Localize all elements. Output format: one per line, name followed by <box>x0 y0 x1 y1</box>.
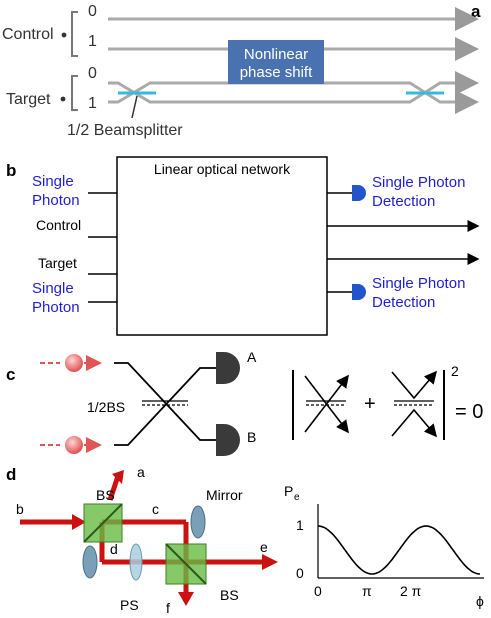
port-d-label: d <box>110 541 118 557</box>
detector-a-label: A <box>247 349 257 365</box>
photon-bottom-icon <box>65 436 83 454</box>
phase-shifter-icon <box>129 543 143 581</box>
bs-bottom-diagonal <box>165 543 207 585</box>
bs-bottom-label: BS <box>220 587 239 603</box>
detector-2-icon <box>352 284 366 300</box>
bs-top-diagonal <box>83 503 123 543</box>
panel-d-letter: d <box>6 465 16 484</box>
chart-y-axis-label: P <box>284 483 293 499</box>
panel-c: c 1/2BS A B + 2 = 0 <box>6 349 483 456</box>
beam-a-arrow-icon <box>112 470 124 484</box>
plus-sign: + <box>364 393 376 415</box>
path-bottom-to-a <box>114 367 216 446</box>
port-e-label: e <box>260 539 268 555</box>
target-bracket <box>71 75 78 111</box>
target-dot <box>60 96 66 102</box>
input-control-label: Control <box>36 217 81 233</box>
amp-1-path-down <box>304 375 349 434</box>
mirror-lower-icon <box>82 545 98 579</box>
chart-y-tick-0: 0 <box>296 565 304 581</box>
detection-1-line1: Single Photon <box>372 174 465 191</box>
probability-chart: P e 1 0 0 π 2 π ϕ <box>284 483 484 609</box>
ps-label: PS <box>120 597 139 613</box>
linear-optical-network-box <box>116 156 328 336</box>
mirror-icon <box>190 505 206 539</box>
panel-a: a 0 1 Control 0 1 Target 1/2 Beamsplitte… <box>2 2 481 139</box>
chart-x-tick-0: 0 <box>314 583 322 599</box>
port-a-label: a <box>137 464 145 480</box>
detection-2-line1: Single Photon <box>372 275 465 292</box>
beam-b-arrow-icon <box>72 514 86 530</box>
port-b-label: b <box>16 501 24 517</box>
nonlinear-phase-shift-box <box>228 40 324 84</box>
panel-c-letter: c <box>6 365 15 384</box>
target-bit-1: 1 <box>88 95 97 112</box>
chart-x-tick-pi: π <box>362 583 372 599</box>
control-label: Control <box>2 26 54 43</box>
control-bit-0: 0 <box>88 3 97 20</box>
photon-top-icon <box>65 354 83 372</box>
amp-2-path-top <box>391 370 438 400</box>
panel-d: d BS BS Mirror PS a b c d e f <box>6 464 484 616</box>
chart-y-tick-1: 1 <box>296 517 304 533</box>
input-photon-2-line1: Single <box>32 280 74 297</box>
detector-1-icon <box>352 185 366 201</box>
beamsplitter-label: 1/2 Beamsplitter <box>67 122 183 139</box>
chart-x-tick-2pi: 2 π <box>400 583 422 599</box>
detector-a-icon <box>216 352 240 384</box>
port-f-label: f <box>166 600 170 616</box>
detector-b-label: B <box>247 429 256 445</box>
panel-b: b Linear optical network Single Photon C… <box>6 156 480 336</box>
target-label: Target <box>6 91 51 108</box>
detection-1-line2: Detection <box>372 193 435 210</box>
input-photon-1-line1: Single <box>32 173 74 190</box>
amp-2-path-bottom <box>391 408 438 438</box>
control-bracket <box>71 11 78 57</box>
beam-a <box>107 475 121 501</box>
pe-curve-line <box>317 525 481 575</box>
half-bs-label: 1/2BS <box>87 399 125 415</box>
panel-b-letter: b <box>6 161 16 180</box>
input-target-label: Target <box>38 255 77 271</box>
exponent: 2 <box>451 363 459 379</box>
mirror-label: Mirror <box>206 487 243 503</box>
chart-x-axis-label: ϕ <box>476 593 484 609</box>
control-dot <box>61 32 67 38</box>
phase-box-line1: Nonlinear <box>244 46 308 63</box>
beam-f-arrow-icon <box>178 592 194 606</box>
network-label: Linear optical network <box>154 161 291 177</box>
input-photon-2-line2: Photon <box>32 299 80 316</box>
phase-box-line2: phase shift <box>240 64 313 81</box>
bs-top-label: BS <box>96 487 115 503</box>
input-photon-1-line2: Photon <box>32 192 80 209</box>
beamsplitter-pointer <box>131 95 138 119</box>
target-bit-0: 0 <box>88 65 97 82</box>
chart-y-axis-subscript: e <box>294 492 300 503</box>
detector-b-icon <box>216 424 240 456</box>
control-bit-1: 1 <box>88 33 97 50</box>
port-c-label: c <box>152 501 159 517</box>
detection-2-line2: Detection <box>372 294 435 311</box>
equals-zero: = 0 <box>455 401 483 423</box>
beam-e-arrow-icon <box>262 554 278 570</box>
